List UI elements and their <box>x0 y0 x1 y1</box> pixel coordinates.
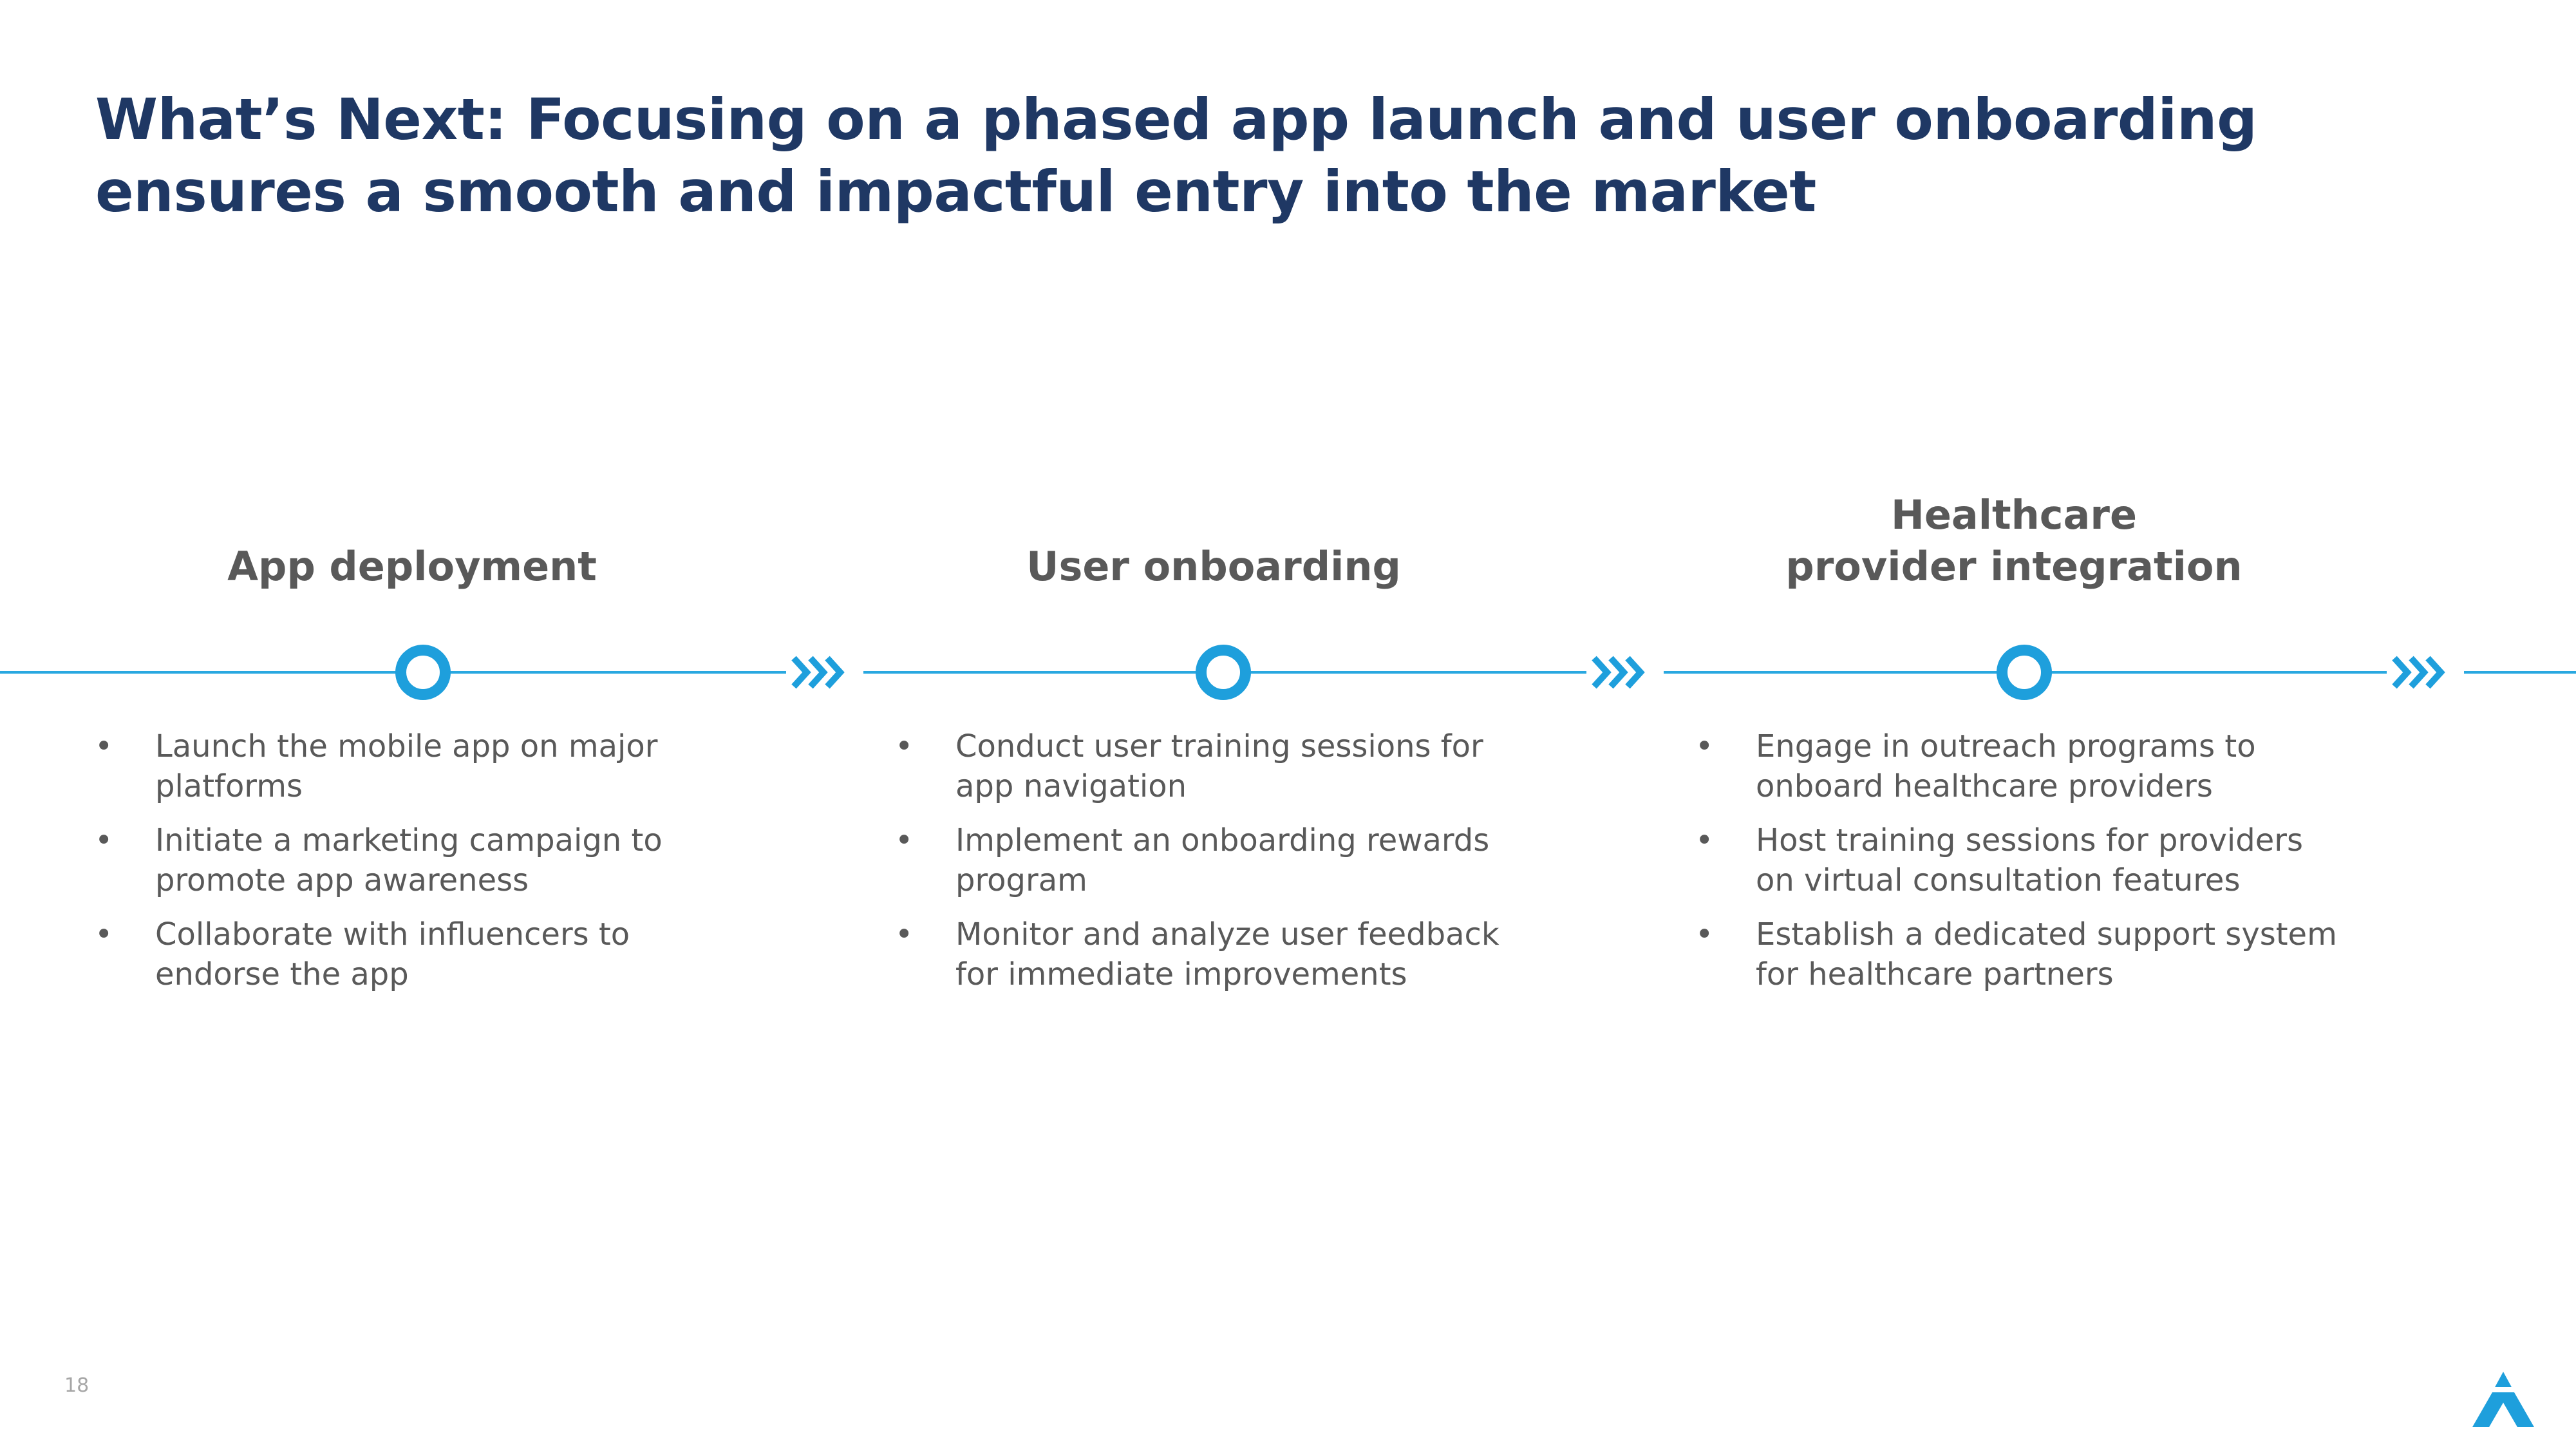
bullet-dot: • <box>95 822 113 858</box>
bullet-dot: • <box>95 728 113 764</box>
bullet-item: • Establish a dedicated support system fo… <box>1695 914 2346 994</box>
bullet-item: • Launch the mobile app on major platform… <box>95 726 745 806</box>
company-logo <box>2471 1370 2535 1428</box>
bullet-item: • Conduct user training sessions for app … <box>895 726 1545 806</box>
bullet-item: • Initiate a marketing campaign to promot… <box>95 820 745 900</box>
bullet-dot: • <box>1695 728 1714 764</box>
bullet-dot: • <box>1695 822 1714 858</box>
bullet-text: Implement an onboarding rewards program <box>955 822 1490 898</box>
bullet-text: Conduct user training sessions for app n… <box>955 728 1483 804</box>
stage-title-line-1: Healthcare <box>1890 491 2138 538</box>
bullet-dot: • <box>95 916 113 952</box>
bullet-text: Host training sessions for providers on … <box>1756 822 2303 898</box>
triple-chevron-right-icon <box>2387 653 2464 692</box>
bullet-item: • Monitor and analyze user feedback for i… <box>895 914 1545 994</box>
stage-bullets-healthcare-provider-integration: • Engage in outreach programs to onboard … <box>1695 726 2346 1009</box>
circle-node-icon <box>395 645 451 700</box>
bullet-text: Initiate a marketing campaign to promote… <box>155 822 663 898</box>
bullet-text: Launch the mobile app on major platforms <box>155 728 658 804</box>
stage-title-text: App deployment <box>227 543 597 590</box>
bullet-text: Engage in outreach programs to onboard h… <box>1756 728 2256 804</box>
stage-bullets-app-deployment: • Launch the mobile app on major platform… <box>95 726 745 1009</box>
bullet-text: Collaborate with influencers to endorse … <box>155 916 630 992</box>
triple-chevron-right-icon <box>1586 653 1664 692</box>
bullet-item: • Host training sessions for providers on… <box>1695 820 2346 900</box>
stage-title-healthcare-provider-integration: Healthcare provider integration <box>1692 489 2336 592</box>
stage-title-user-onboarding: User onboarding <box>892 541 1536 592</box>
stage-title-text: User onboarding <box>1026 543 1401 590</box>
circle-node-icon <box>1997 645 2052 700</box>
timeline-line <box>0 671 2576 674</box>
bullet-dot: • <box>895 822 914 858</box>
bullet-text: Establish a dedicated support system for… <box>1756 916 2337 992</box>
bullet-item: • Implement an onboarding rewards program <box>895 820 1545 900</box>
bullet-dot: • <box>895 916 914 952</box>
page-number: 18 <box>64 1374 89 1397</box>
stage-title-line-2: provider integration <box>1785 543 2242 590</box>
stage-title-app-deployment: App deployment <box>90 541 734 592</box>
bullet-dot: • <box>1695 916 1714 952</box>
bullet-text: Monitor and analyze user feedback for im… <box>955 916 1500 992</box>
bullet-item: • Engage in outreach programs to onboard … <box>1695 726 2346 806</box>
bullet-dot: • <box>895 728 914 764</box>
triple-chevron-right-icon <box>786 653 863 692</box>
stage-bullets-user-onboarding: • Conduct user training sessions for app … <box>895 726 1545 1009</box>
circle-node-icon <box>1196 645 1251 700</box>
page-title: What’s Next: Focusing on a phased app la… <box>95 86 2257 225</box>
bullet-item: • Collaborate with influencers to endorse… <box>95 914 745 994</box>
